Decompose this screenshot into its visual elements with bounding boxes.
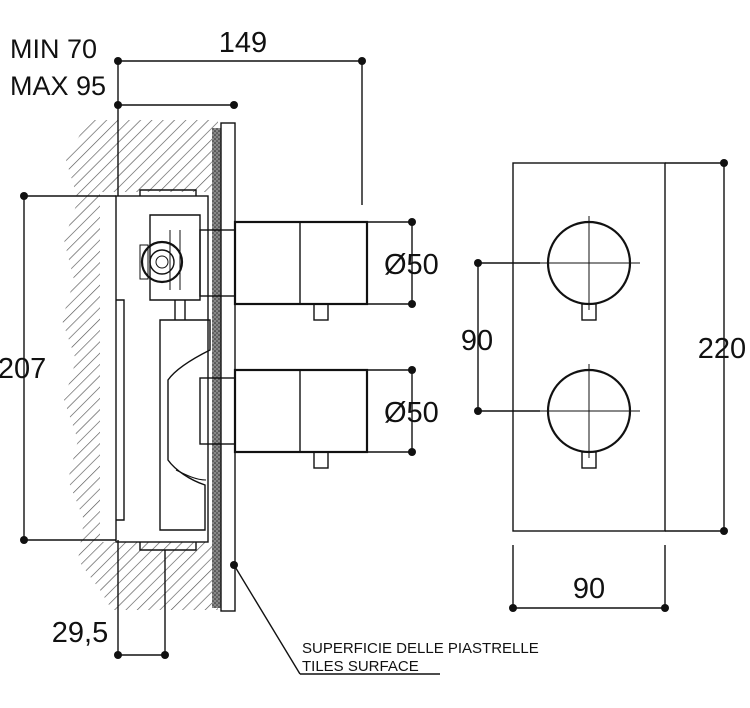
label-tiles-surface-it: SUPERFICIE DELLE PIASTRELLE <box>302 640 539 657</box>
handle-bottom-side <box>199 368 369 469</box>
dimension-29-5: 29,5 <box>52 540 169 659</box>
cover-plate-front <box>512 162 666 532</box>
label-29-5: 29,5 <box>52 617 108 649</box>
mounting-box <box>115 189 211 551</box>
tile-layer <box>212 128 221 608</box>
knob-bottom-front <box>540 364 640 469</box>
dimension-dia50-bottom: Ø50 <box>368 366 439 456</box>
dimension-90-horizontal: 90 <box>509 545 669 612</box>
label-207: 207 <box>0 353 46 385</box>
tiles-surface-callout: SUPERFICIE DELLE PIASTRELLE TILES SURFAC… <box>230 561 539 675</box>
label-220: 220 <box>698 333 746 365</box>
cover-plate-side <box>220 122 236 612</box>
label-max: MAX 95 <box>10 71 106 101</box>
knob-top-front <box>540 216 640 321</box>
handle-top-side <box>199 220 369 321</box>
label-tiles-surface-en: TILES SURFACE <box>302 658 419 675</box>
dimension-min-max: MIN 70 MAX 95 <box>10 34 238 196</box>
dimension-207: 207 <box>0 192 116 544</box>
dimension-dia50-top: Ø50 <box>368 218 439 308</box>
label-149: 149 <box>219 27 267 59</box>
label-min: MIN 70 <box>10 34 97 64</box>
dimension-149: 149 <box>114 27 366 205</box>
dimension-90-vertical: 90 <box>461 259 540 415</box>
label-90-vertical: 90 <box>461 325 493 357</box>
label-dia50-bottom: Ø50 <box>384 397 439 429</box>
label-dia50-top: Ø50 <box>384 249 439 281</box>
label-90-horizontal: 90 <box>573 573 605 605</box>
dimension-220: 220 <box>665 159 746 535</box>
wall-cavity <box>100 192 212 542</box>
